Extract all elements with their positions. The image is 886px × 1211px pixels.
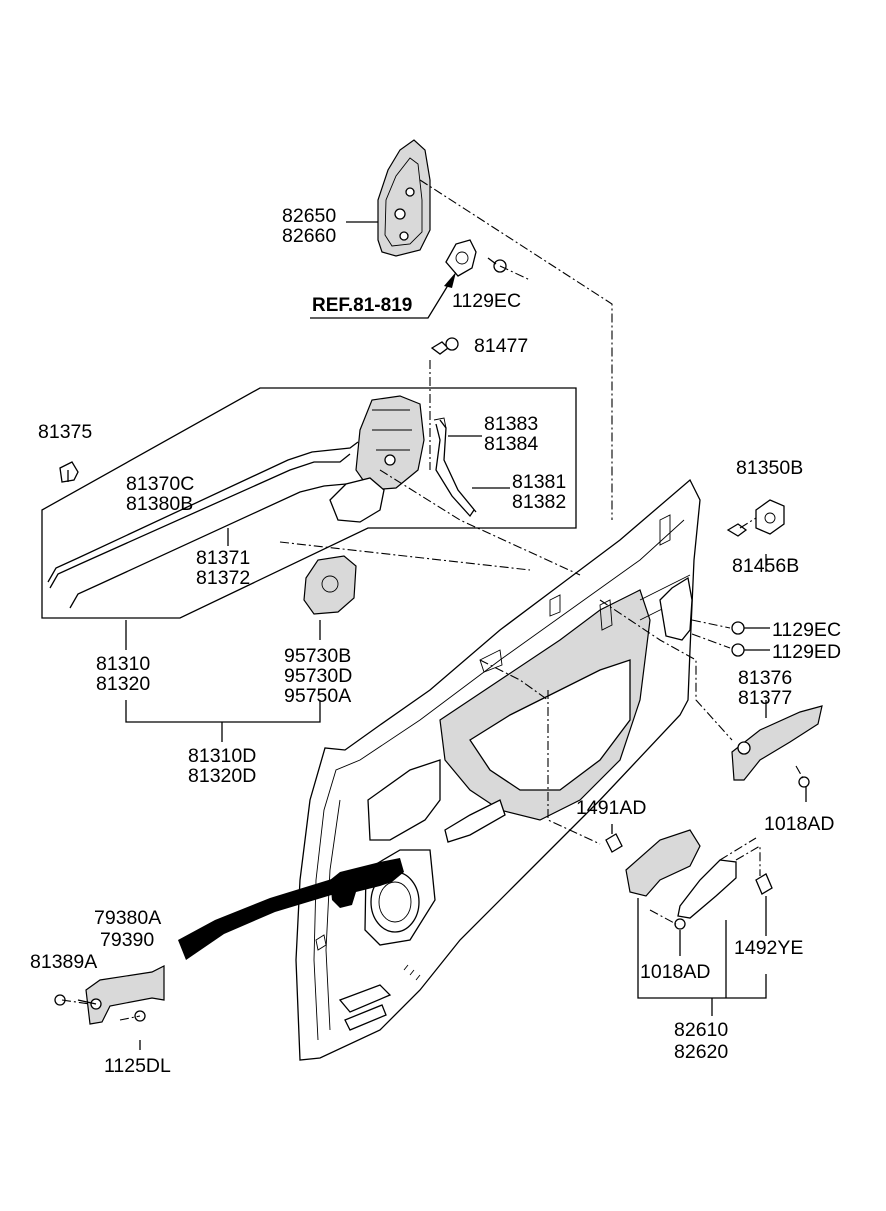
- label-ref-81-819: REF.81-819: [312, 295, 412, 316]
- label-1129ec-top: 1129EC: [452, 290, 521, 312]
- label-79390: 79390: [100, 929, 154, 951]
- rod-clip-81375: [59, 461, 79, 483]
- door-panel: [295, 478, 701, 1061]
- dash-lines: [61, 179, 805, 1021]
- label-81477: 81477: [474, 335, 528, 357]
- label-1492ye: 1492YE: [734, 937, 803, 959]
- label-82610: 82610: [674, 1019, 728, 1041]
- actuator-95730: [303, 555, 357, 615]
- clip-1491ad: [605, 833, 623, 853]
- door-check-pad: [178, 858, 404, 960]
- rods-81383-81381: [433, 417, 477, 518]
- door-latch: [329, 395, 425, 523]
- screw-1129ed: [731, 643, 745, 657]
- label-81310d: 81310D: [188, 745, 256, 767]
- label-81371: 81371: [196, 547, 250, 569]
- label-81375: 81375: [38, 421, 92, 443]
- label-79380a: 79380A: [94, 907, 161, 929]
- label-82660: 82660: [282, 225, 336, 247]
- label-81382: 81382: [512, 491, 566, 513]
- label-81320: 81320: [96, 673, 150, 695]
- label-81310: 81310: [96, 653, 150, 675]
- latch-assembly-box: [41, 387, 577, 619]
- label-81320d: 81320D: [188, 765, 256, 787]
- ref-arrowhead: [444, 272, 456, 288]
- screw-1129ec-top: [487, 257, 507, 273]
- label-82620: 82620: [674, 1041, 728, 1063]
- label-81384: 81384: [484, 433, 538, 455]
- outside-handle-bracket: [377, 139, 431, 257]
- label-81383: 81383: [484, 413, 538, 435]
- striker-81350b: [755, 499, 785, 535]
- label-1018ad-right: 1018AD: [764, 813, 834, 835]
- label-81377: 81377: [738, 687, 792, 709]
- leader-lines: [67, 221, 807, 1050]
- lock-81376: [731, 705, 823, 781]
- door-check-79380a: [85, 965, 165, 1025]
- label-1018ad-bottom: 1018AD: [640, 961, 710, 983]
- label-95730d: 95730D: [284, 665, 352, 687]
- latch-rods: [47, 441, 359, 609]
- label-1491ad: 1491AD: [576, 797, 646, 819]
- label-81381: 81381: [512, 471, 566, 493]
- mirror-bracket: [659, 576, 693, 641]
- label-81350b: 81350B: [736, 457, 803, 479]
- label-1129ec-right: 1129EC: [772, 619, 841, 641]
- label-81370c: 81370C: [126, 473, 194, 495]
- label-81376: 81376: [738, 667, 792, 689]
- label-81389a: 81389A: [30, 951, 97, 973]
- label-81372: 81372: [196, 567, 250, 589]
- handle-bellcrank: [445, 239, 477, 277]
- inside-handle: [625, 829, 737, 919]
- label-81380b: 81380B: [126, 493, 193, 515]
- label-81456b: 81456B: [732, 555, 799, 577]
- label-1125dl: 1125DL: [104, 1055, 171, 1077]
- label-1129ed: 1129ED: [772, 641, 841, 663]
- label-82650: 82650: [282, 205, 336, 227]
- clip-1492ye: [755, 873, 773, 895]
- screw-1018ad-bottom: [674, 918, 686, 930]
- screw-1018ad-right: [798, 776, 810, 788]
- label-95750a: 95750A: [284, 685, 351, 707]
- screw-1129ec-right: [731, 621, 745, 635]
- label-95730b: 95730B: [284, 645, 351, 667]
- ref-arrow: [310, 281, 451, 319]
- screw-81477: [430, 337, 459, 355]
